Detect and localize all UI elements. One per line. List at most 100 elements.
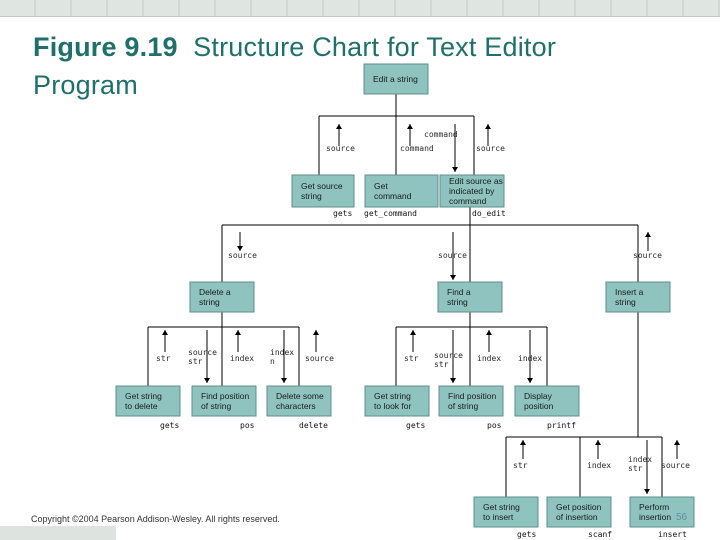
module-box-find [437, 281, 503, 313]
module-label: Get string [483, 502, 520, 512]
flow-label: index [477, 354, 501, 363]
module-label: Delete some [276, 391, 324, 401]
module-label: Get [374, 181, 388, 191]
module-label: Get position [556, 502, 602, 512]
flow-label: source [228, 251, 257, 260]
module-box-f3 [514, 385, 580, 417]
module-label: of string [201, 401, 232, 411]
module-label: Get source [301, 181, 343, 191]
arrow-up-icon [645, 232, 651, 237]
module-box-d2 [191, 385, 257, 417]
module-box-d3 [266, 385, 332, 417]
module-box-f1 [364, 385, 430, 417]
flow-label: str [404, 354, 419, 363]
module-box-f2 [438, 385, 504, 417]
flow-label: command [424, 130, 458, 139]
bottom-strip [0, 526, 116, 540]
figure-caption: Structure Chart for Text Editor [193, 32, 557, 62]
module-label: string [301, 191, 322, 201]
arrow-up-icon [162, 330, 168, 335]
flow-label: index [518, 354, 542, 363]
module-label: indicated by [449, 186, 495, 196]
module-label: Perform [639, 502, 669, 512]
slide-title: Figure 9.19 Structure Chart for Text Edi… [33, 32, 556, 63]
module-box-getsrc [291, 174, 355, 208]
arrow-down-icon [204, 378, 210, 383]
flow-label: str [434, 360, 449, 369]
flow-label: str [513, 461, 528, 470]
flow-label: index [587, 461, 611, 470]
function-name: delete [299, 421, 328, 430]
function-name: printf [547, 421, 576, 430]
flow-label: source [438, 251, 467, 260]
flow-arrows [162, 124, 680, 494]
arrow-up-icon [407, 124, 413, 129]
module-label: Get string [374, 391, 411, 401]
flow-label: source [633, 251, 662, 260]
module-label: position [524, 401, 554, 411]
figure-number: Figure 9.19 [33, 32, 178, 62]
connectors [147, 94, 663, 497]
module-box-i2 [546, 496, 612, 528]
flow-label: source [188, 348, 217, 357]
module-label: characters [276, 401, 316, 411]
slide-top-bar [0, 0, 720, 17]
module-box-d1 [115, 385, 181, 417]
copyright-notice: Copyright ©2004 Pearson Addison-Wesley. … [31, 514, 280, 524]
module-label: Find position [201, 391, 249, 401]
flow-label: command [400, 144, 434, 153]
slide-title-line2: Program [33, 70, 138, 100]
module-label: string [447, 297, 468, 307]
function-name: insert [658, 530, 687, 539]
flow-label: index [270, 348, 294, 357]
function-name: do_edit [472, 209, 506, 218]
module-label: string [199, 297, 220, 307]
arrow-down-icon [644, 489, 650, 494]
module-label: to insert [483, 512, 514, 522]
module-box-i1 [473, 496, 539, 528]
function-name: scanf [588, 530, 612, 539]
arrow-down-icon [527, 378, 533, 383]
module-label: command [449, 196, 487, 206]
flow-label: source [661, 461, 690, 470]
module-label: Get string [125, 391, 162, 401]
function-name: gets [517, 530, 536, 539]
module-label: of insertion [556, 512, 598, 522]
module-label: to look for [374, 401, 411, 411]
arrow-up-icon [313, 330, 319, 335]
flow-label: str [188, 357, 203, 366]
module-label: command [374, 191, 412, 201]
arrow-down-icon [450, 378, 456, 383]
function-name: pos [487, 421, 502, 430]
module-label: Find a [447, 287, 471, 297]
module-label: Edit source as [449, 176, 503, 186]
page-number: 56 [676, 512, 688, 523]
flow-label: source [434, 351, 463, 360]
function-name: gets [333, 209, 352, 218]
arrow-up-icon [235, 330, 241, 335]
arrow-up-icon [595, 440, 601, 445]
function-name: gets [406, 421, 425, 430]
arrow-up-icon [520, 440, 526, 445]
module-label: Insert a [615, 287, 644, 297]
flow-label: source [476, 144, 505, 153]
flow-labels: source command command source source source so… [156, 130, 690, 473]
module-label: Display [524, 391, 553, 401]
function-name: gets [160, 421, 179, 430]
module-box-i3 [629, 496, 695, 528]
module-box-editsrc [439, 174, 505, 208]
module-box-getcmd [364, 174, 439, 208]
arrow-down-icon [237, 246, 243, 251]
flow-label: source [326, 144, 355, 153]
arrow-up-icon [486, 330, 492, 335]
arrow-down-icon [450, 275, 456, 280]
flow-label: index [230, 354, 254, 363]
module-box-delete [189, 281, 255, 313]
flow-label: n [270, 357, 275, 366]
module-box-edit [363, 63, 429, 95]
module-label: Edit a string [373, 74, 418, 84]
arrow-up-icon [336, 124, 342, 129]
